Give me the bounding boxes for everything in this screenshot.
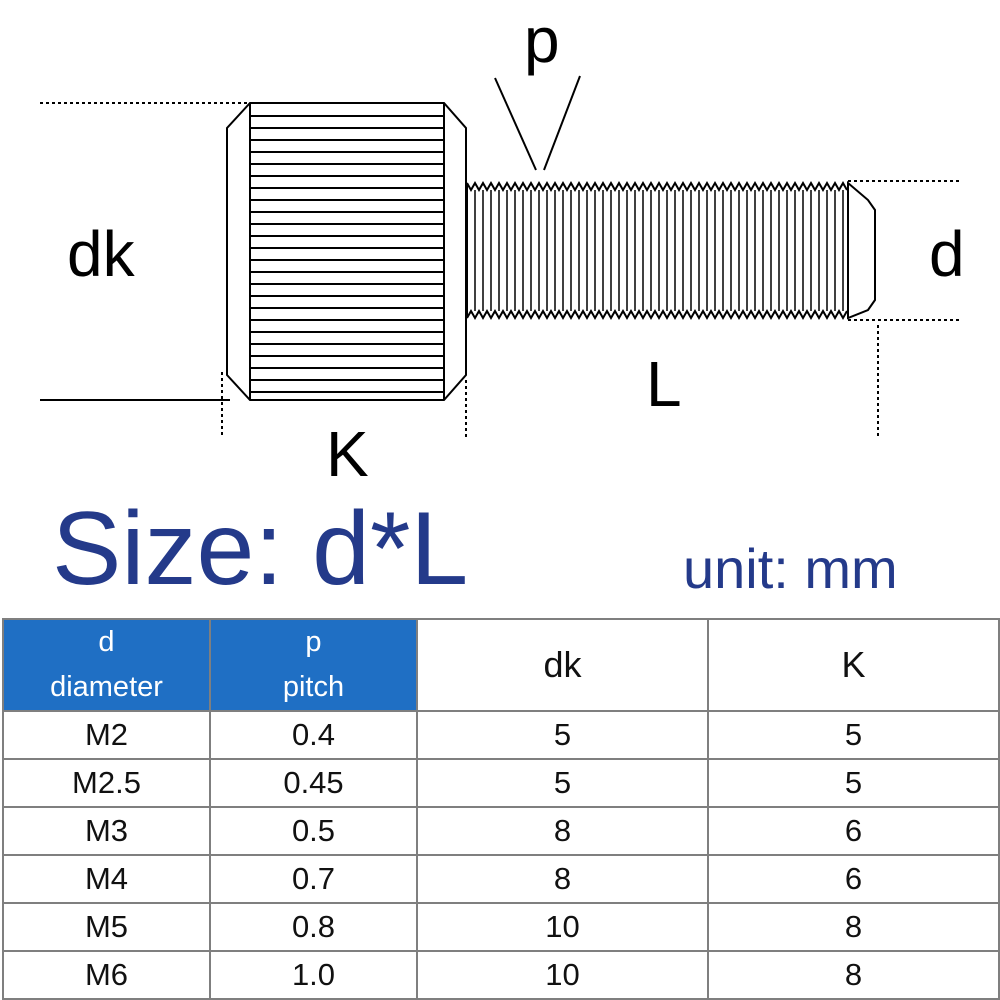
cell-diameter: M2 (2, 710, 211, 760)
length-label: L (646, 348, 682, 420)
shank-tip (847, 180, 876, 320)
header-pitch-symbol: p (305, 626, 322, 658)
header-k: K (707, 618, 1000, 712)
header-diameter: d diameter (2, 618, 211, 712)
pitch-label: p (524, 4, 560, 76)
cell-diameter: M6 (2, 950, 211, 1000)
unit-label: unit: mm (683, 537, 898, 600)
size-heading: Size: d*L (52, 491, 469, 607)
cell-dk: 8 (416, 806, 709, 856)
cell-k: 8 (707, 950, 1000, 1000)
cell-pitch: 0.8 (209, 902, 418, 952)
table-row: M2 0.4 5 5 (2, 710, 1000, 760)
table-row: M6 1.0 10 8 (2, 950, 1000, 1000)
header-pitch-text: pitch (282, 671, 345, 703)
header-diameter-text: diameter (50, 671, 163, 703)
cell-k: 5 (707, 710, 1000, 760)
knurl-lines (250, 115, 444, 393)
cell-dk: 8 (416, 854, 709, 904)
table-header-row: d diameter p pitch dk K (2, 618, 1000, 712)
thread-top-edge (466, 180, 848, 193)
screw-dimension-diagram: p dk d L K (40, 4, 965, 490)
thread-diameter-label: d (929, 218, 965, 290)
thread-lines (466, 190, 844, 311)
cell-dk: 5 (416, 758, 709, 808)
cell-k: 6 (707, 806, 1000, 856)
cell-diameter: M5 (2, 902, 211, 952)
cell-pitch: 0.5 (209, 806, 418, 856)
cell-diameter: M4 (2, 854, 211, 904)
header-dk: dk (416, 618, 709, 712)
cell-diameter: M3 (2, 806, 211, 856)
cell-pitch: 0.4 (209, 710, 418, 760)
cell-pitch: 1.0 (209, 950, 418, 1000)
table-row: M3 0.5 8 6 (2, 806, 1000, 856)
head-height-label: K (326, 418, 369, 490)
header-diameter-symbol: d (98, 626, 115, 658)
cell-dk: 10 (416, 902, 709, 952)
size-spec-table: d diameter p pitch dk K M2 0.4 5 5 M2.5 … (2, 618, 1000, 1000)
table-row: M2.5 0.45 5 5 (2, 758, 1000, 808)
pitch-pointer-left (494, 77, 537, 171)
table-row: M5 0.8 10 8 (2, 902, 1000, 952)
pitch-pointer-right (543, 75, 581, 171)
cell-k: 5 (707, 758, 1000, 808)
head-diameter-label: dk (67, 218, 135, 290)
cell-dk: 10 (416, 950, 709, 1000)
screw-outline (40, 75, 960, 438)
cell-pitch: 0.7 (209, 854, 418, 904)
cell-k: 8 (707, 902, 1000, 952)
cell-dk: 5 (416, 710, 709, 760)
cell-pitch: 0.45 (209, 758, 418, 808)
thread-bottom-edge (466, 308, 848, 321)
cell-k: 6 (707, 854, 1000, 904)
cell-diameter: M2.5 (2, 758, 211, 808)
screw-drawing (40, 75, 960, 438)
table-row: M4 0.7 8 6 (2, 854, 1000, 904)
header-pitch: p pitch (209, 618, 418, 712)
